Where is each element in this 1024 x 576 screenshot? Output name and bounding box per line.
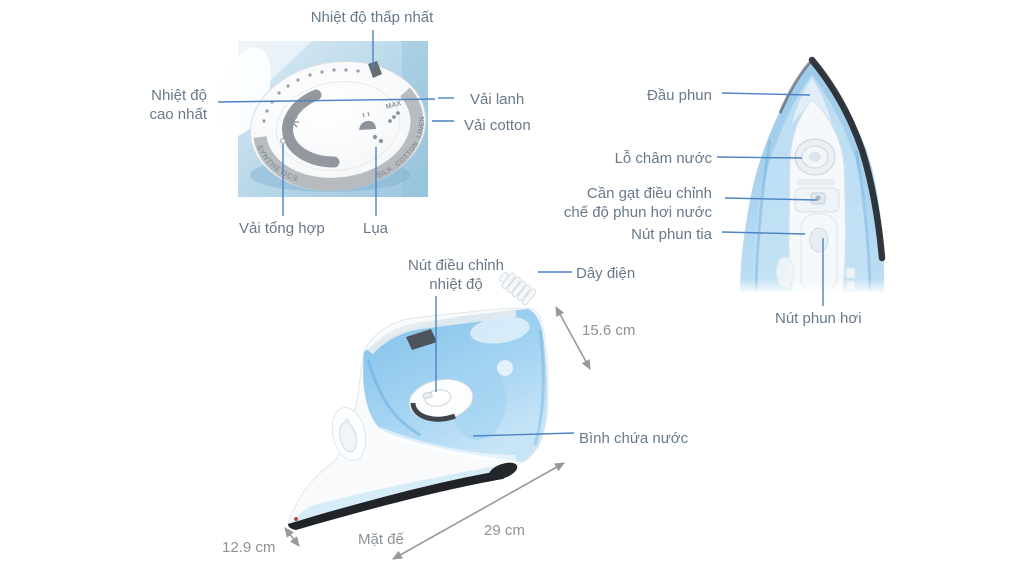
label-inlet: Lỗ châm nước <box>614 150 712 167</box>
iron-side-view <box>287 272 549 530</box>
label-silk: Lụa <box>363 220 389 237</box>
label-synthetic: Vải tổng hợp <box>239 220 325 237</box>
handle-dark-patch <box>406 329 437 350</box>
iron-top-view <box>735 56 893 294</box>
dial-pointer-notch-icon <box>368 61 382 78</box>
cotton-marker-dots <box>388 111 400 123</box>
label-soleplate: Mặt đế <box>358 531 404 548</box>
synthetics-marker-dot <box>280 138 286 144</box>
label-nozzle: Đầu phun <box>646 87 712 104</box>
label-min-temp: Nhiệt độ thấp nhất <box>310 9 434 26</box>
height-arrow <box>555 306 591 370</box>
dimension-arrows <box>284 306 591 560</box>
label-steam-lever: Cần gạt điều chỉnh chế độ phun hơi nước <box>564 184 712 222</box>
label-dim-width: 12.9 cm <box>222 539 276 556</box>
nose-dot <box>294 517 298 521</box>
leader-nozzle <box>721 92 811 96</box>
label-steam-lever-line1: Cần gạt điều chỉnh <box>586 185 712 202</box>
label-spray-button: Nút phun tia <box>631 226 712 243</box>
label-steam-lever-line2: chế độ phun hơi nước <box>563 204 712 221</box>
leader-max-temp <box>217 98 436 103</box>
dial-dot-scale <box>262 68 360 123</box>
length-arrow <box>392 462 565 560</box>
leader-lever <box>724 197 818 201</box>
label-cord: Dây điện <box>576 265 636 282</box>
dial-setting-band <box>253 87 424 191</box>
temperature-dial-photo: SYNTHETICS SILK COTTON LINEN MAX <box>217 41 428 197</box>
leader-tank <box>472 432 575 437</box>
label-water-tank: Bình chứa nước <box>579 430 689 447</box>
label-max-temp-line2: cao nhất <box>149 106 207 123</box>
label-max-temp: Nhiệt độ cao nhất <box>149 86 207 124</box>
label-max-temp-line1: Nhiệt độ <box>151 87 207 104</box>
leader-spray-button <box>721 231 806 235</box>
steam-iron-icon <box>359 111 376 130</box>
label-dim-length: 29 cm <box>484 522 525 539</box>
iron-top-dark-edge <box>808 56 886 262</box>
label-temp-knob: Nút điều chỉnh nhiệt độ <box>408 256 504 294</box>
label-dim-height: 15.6 cm <box>582 322 636 339</box>
label-temp-knob-line2: nhiệt độ <box>429 276 483 293</box>
dial-text-max: MAX <box>385 100 402 111</box>
width-arrow <box>284 527 300 547</box>
label-linen: Vải lanh <box>470 91 525 108</box>
label-cotton: Vải cotton <box>464 117 531 134</box>
power-cord <box>499 272 537 306</box>
leader-lines <box>217 30 824 437</box>
leader-inlet <box>716 156 803 159</box>
label-temp-knob-line1: Nút điều chỉnh <box>408 257 504 274</box>
spray-icon <box>285 115 299 129</box>
dial-crescent <box>282 89 340 168</box>
steam-button <box>809 227 829 253</box>
label-steam-button: Nút phun hơi <box>775 310 862 327</box>
silk-marker-dots <box>372 134 384 144</box>
